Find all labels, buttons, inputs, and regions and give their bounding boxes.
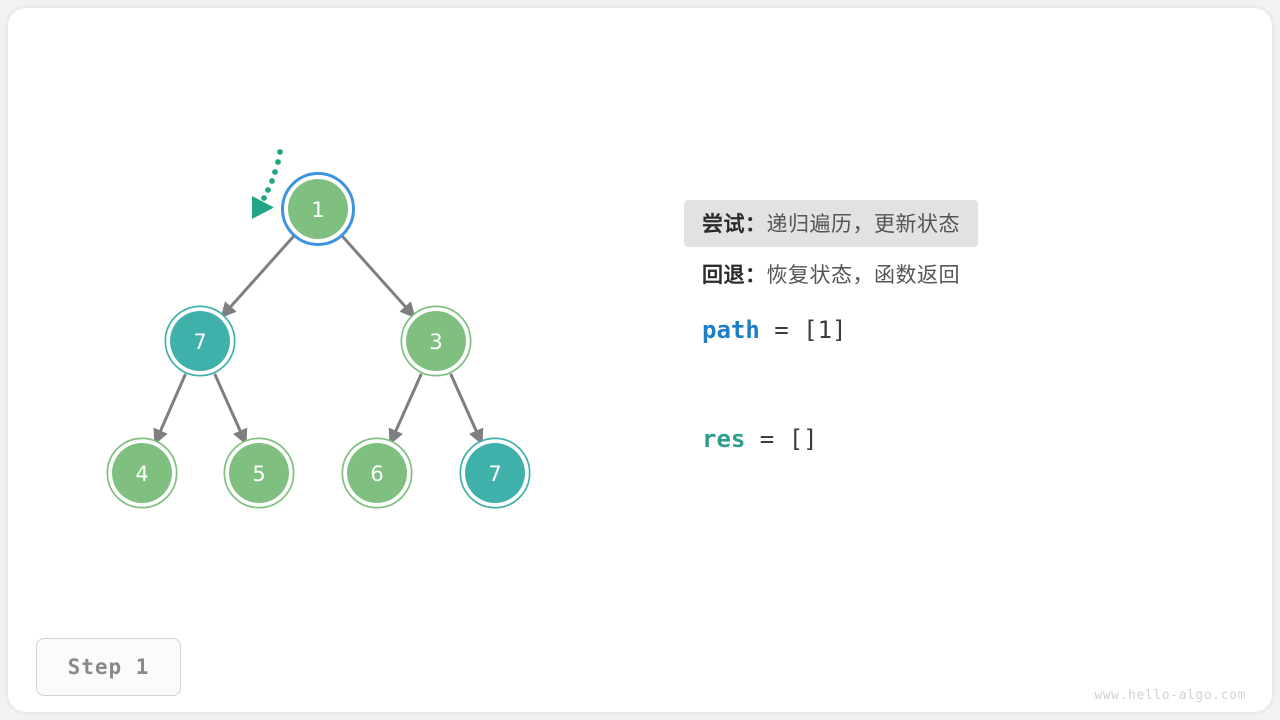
node-gap-ring: [108, 439, 176, 507]
node-label: 4: [135, 462, 148, 486]
node-outer-ring: [223, 437, 295, 509]
node-gap-ring: [166, 307, 234, 375]
node-disc: [170, 311, 230, 371]
node-disc: [229, 443, 289, 503]
watermark: www.hello-algo.com: [1094, 688, 1246, 703]
tree-edge: [220, 234, 296, 319]
tree-edge: [153, 373, 187, 445]
node-disc: [112, 443, 172, 503]
node-disc: [465, 443, 525, 503]
state-panel: 尝试：递归遍历，更新状态 回退：恢复状态，函数返回 path = [1] res…: [684, 200, 1244, 453]
node-label: 7: [193, 330, 206, 354]
path-line: path = [1]: [684, 316, 1244, 344]
tree-node-1[interactable]: 1: [281, 172, 355, 246]
pointer-dot: [269, 178, 275, 184]
tree-node-3[interactable]: 3: [400, 305, 472, 377]
tree-node-7[interactable]: 7: [164, 305, 236, 377]
node-label: 1: [311, 198, 324, 222]
res-assign: =: [745, 425, 789, 453]
node-disc: [347, 443, 407, 503]
node-gap-ring: [461, 439, 529, 507]
pointer-dot: [277, 149, 283, 155]
node-outer-ring: [106, 437, 178, 509]
tree-node-6[interactable]: 6: [341, 437, 413, 509]
node-label: 5: [252, 462, 265, 486]
node-label: 7: [488, 462, 501, 486]
back-row: 回退：恢复状态，函数返回: [684, 251, 1244, 298]
node-outer-ring: [459, 437, 531, 509]
node-gap-ring: [343, 439, 411, 507]
res-value: []: [788, 425, 818, 453]
path-assign: =: [759, 316, 804, 344]
node-disc: [288, 179, 348, 239]
node-label: 6: [370, 462, 383, 486]
tree-nodes: 1 7 3 4 5 6 7: [106, 172, 531, 509]
node-gap-ring: [284, 175, 352, 243]
step-badge-label: Step 1: [67, 655, 150, 679]
tree-node-4[interactable]: 4: [106, 437, 178, 509]
pointer-dot: [275, 159, 281, 165]
node-outer-ring: [400, 305, 472, 377]
pointer-dot: [261, 195, 267, 201]
try-label: 尝试：: [702, 212, 767, 236]
back-label: 回退：: [702, 263, 767, 287]
node-outer-ring: [164, 305, 236, 377]
tree-edge: [340, 234, 416, 319]
back-row-line: 回退：恢复状态，函数返回: [702, 263, 960, 287]
tree-edge: [449, 373, 484, 445]
active-ring: [281, 172, 355, 246]
tree-edge: [388, 373, 423, 445]
tree-node-7[interactable]: 7: [459, 437, 531, 509]
try-text: 递归遍历，更新状态: [766, 212, 960, 236]
tree-edge: [213, 373, 248, 445]
try-row-highlight: 尝试：递归遍历，更新状态: [684, 200, 978, 247]
recursion-pointer: [252, 149, 283, 219]
tree-node-5[interactable]: 5: [223, 437, 295, 509]
tree-edges: [153, 234, 484, 445]
path-value: [1]: [803, 316, 847, 344]
node-label: 3: [429, 330, 442, 354]
step-badge: Step 1: [36, 638, 181, 696]
try-row-line: 尝试：递归遍历，更新状态: [702, 212, 960, 236]
try-row-wrapper: 尝试：递归遍历，更新状态: [684, 200, 1244, 247]
node-gap-ring: [402, 307, 470, 375]
pointer-dot: [272, 169, 278, 175]
res-line: res = []: [684, 425, 1244, 453]
node-disc: [406, 311, 466, 371]
node-gap-ring: [225, 439, 293, 507]
path-variable: path: [702, 316, 760, 344]
res-variable: res: [702, 425, 746, 453]
node-outer-ring: [341, 437, 413, 509]
pointer-triangle-icon: [252, 196, 274, 219]
back-text: 恢复状态，函数返回: [766, 263, 960, 287]
pointer-dot: [265, 187, 271, 193]
